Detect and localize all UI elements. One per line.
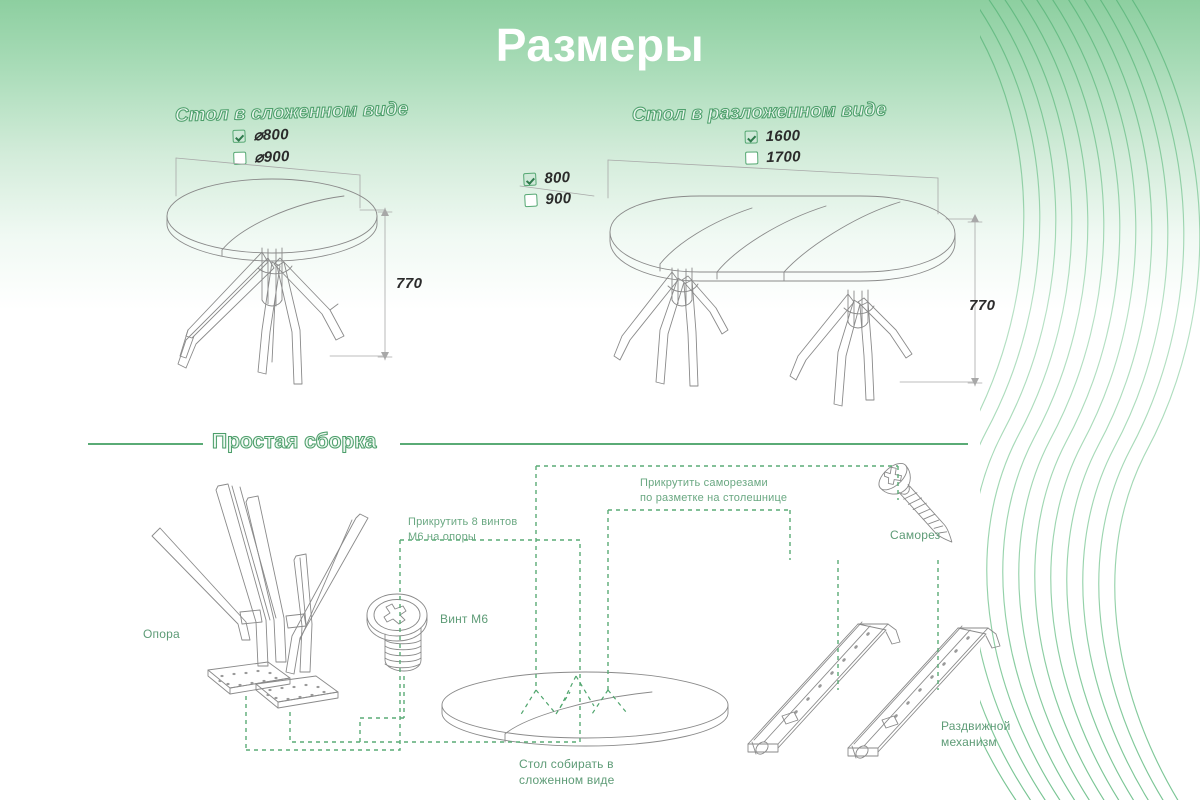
hero-gradient-band [0, 0, 1200, 310]
part-label-support: Опора [143, 627, 180, 641]
annotation-attach-screws: Прикрутить саморезами по разметке на сто… [640, 477, 788, 504]
assembly-divider [88, 443, 968, 445]
part-label-slide-mechanism: Раздвижной механизм [941, 719, 1011, 750]
divider-line-left [88, 443, 203, 445]
part-label-self-tapping-screw: Саморез [890, 528, 941, 542]
part-label-bolt-m6: Винт М6 [440, 612, 489, 626]
annotation-attach-bolts: Прикрутить 8 винтов М6 на опоры [408, 516, 518, 543]
section-title-assembly: Простая сборка [211, 430, 377, 454]
dimension-label-expanded-height: 770 [969, 297, 996, 314]
decorative-wave-pattern [980, 0, 1200, 800]
page-title: Размеры [495, 19, 705, 71]
divider-line-right [400, 443, 968, 445]
note-assemble-folded: Стол собирать в сложенном виде [519, 757, 615, 788]
dimension-label-folded-height: 770 [396, 275, 423, 292]
